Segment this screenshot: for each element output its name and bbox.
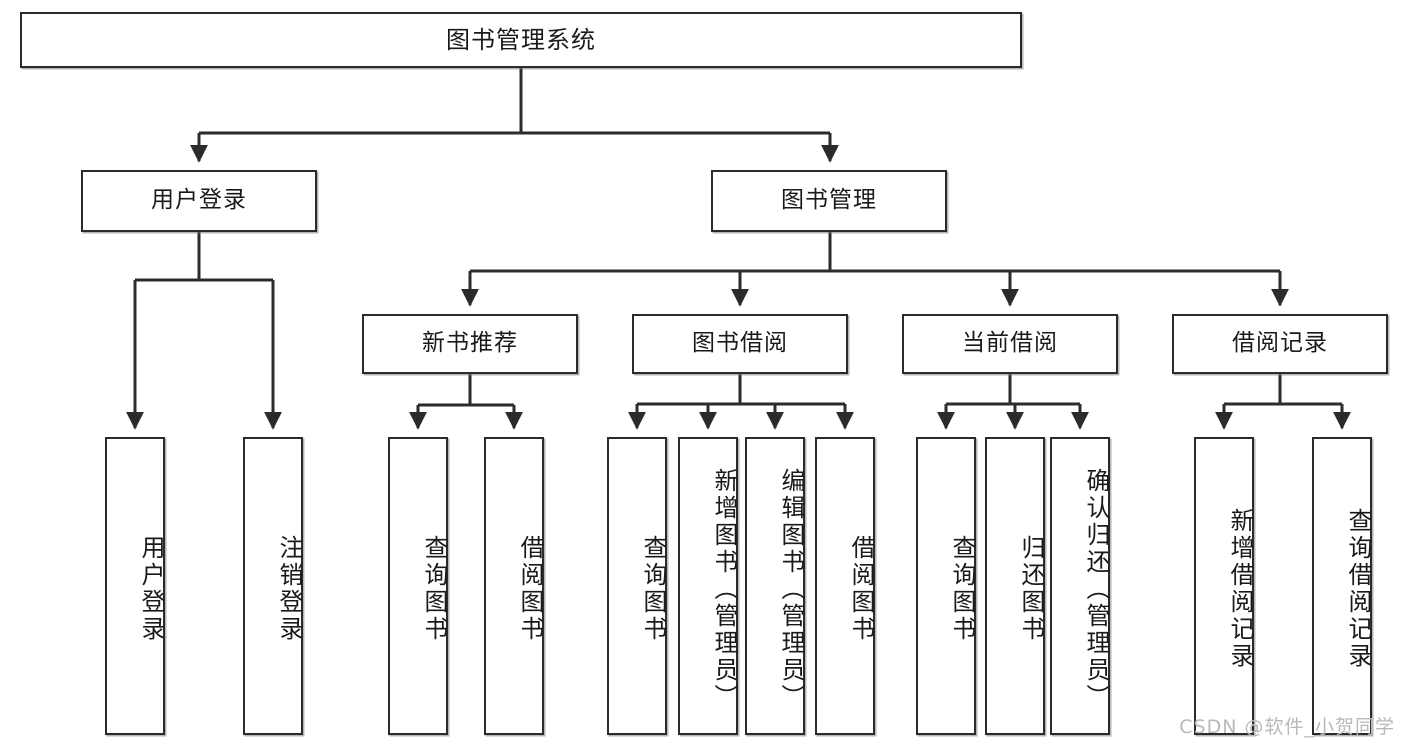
node-label: 借阅记录 xyxy=(1232,330,1328,357)
leaf-user-login-logout[interactable]: 注销登录 xyxy=(243,437,303,735)
node-label: 图书借阅 xyxy=(692,330,788,357)
leaf-book-borrow-add[interactable]: 新增图书（管理员） xyxy=(678,437,738,735)
leaf-new-book-borrow[interactable]: 借阅图书 xyxy=(484,437,544,735)
node-label: 新增借阅记录 xyxy=(1226,508,1254,670)
node-label: 用户登录 xyxy=(137,535,165,643)
node-label: 当前借阅 xyxy=(962,330,1058,357)
node-label: 图书管理 xyxy=(781,187,877,214)
node-borrow-records[interactable]: 借阅记录 xyxy=(1172,314,1388,374)
node-book-borrow[interactable]: 图书借阅 xyxy=(632,314,848,374)
node-label: 查询图书 xyxy=(420,535,448,643)
node-label: 新书推荐 xyxy=(422,330,518,357)
node-new-book-recommend[interactable]: 新书推荐 xyxy=(362,314,578,374)
leaf-current-borrow-confirm-return[interactable]: 确认归还（管理员） xyxy=(1050,437,1110,735)
node-current-borrow[interactable]: 当前借阅 xyxy=(902,314,1118,374)
node-label: 用户登录 xyxy=(151,187,247,214)
leaf-book-borrow-edit[interactable]: 编辑图书（管理员） xyxy=(745,437,805,735)
node-label: 查询图书 xyxy=(639,535,667,643)
node-user-login[interactable]: 用户登录 xyxy=(81,170,317,232)
node-root-book-management-system[interactable]: 图书管理系统 xyxy=(20,12,1022,68)
leaf-book-borrow-borrow[interactable]: 借阅图书 xyxy=(815,437,875,735)
leaf-current-borrow-return[interactable]: 归还图书 xyxy=(985,437,1045,735)
leaf-borrow-records-add[interactable]: 新增借阅记录 xyxy=(1194,437,1254,735)
node-label: 查询借阅记录 xyxy=(1344,508,1372,670)
leaf-book-borrow-query[interactable]: 查询图书 xyxy=(607,437,667,735)
node-label: 查询图书 xyxy=(948,535,976,643)
node-label: 注销登录 xyxy=(275,535,303,643)
node-label: 新增图书（管理员） xyxy=(710,467,738,711)
node-book-management[interactable]: 图书管理 xyxy=(711,170,947,232)
leaf-current-borrow-query[interactable]: 查询图书 xyxy=(916,437,976,735)
node-label: 借阅图书 xyxy=(847,535,875,643)
leaf-borrow-records-query[interactable]: 查询借阅记录 xyxy=(1312,437,1372,735)
leaf-user-login-login[interactable]: 用户登录 xyxy=(105,437,165,735)
node-label: 归还图书 xyxy=(1017,535,1045,643)
node-label: 编辑图书（管理员） xyxy=(777,467,805,711)
leaf-new-book-query[interactable]: 查询图书 xyxy=(388,437,448,735)
csdn-watermark: CSDN @软件_小贺同学 xyxy=(1179,716,1395,738)
node-label: 借阅图书 xyxy=(516,535,544,643)
node-label: 确认归还（管理员） xyxy=(1082,467,1110,711)
node-label: 图书管理系统 xyxy=(446,25,596,54)
